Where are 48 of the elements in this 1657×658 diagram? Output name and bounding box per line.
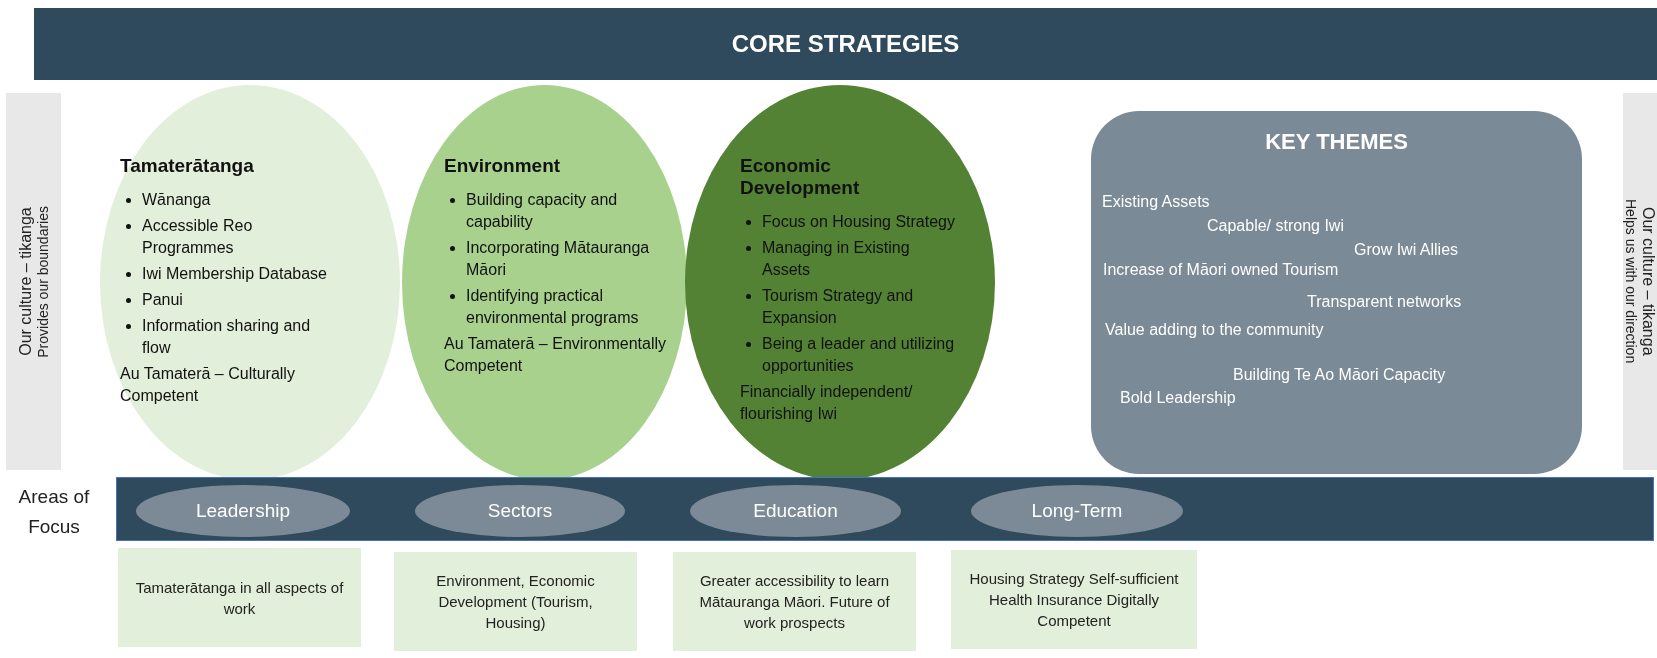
- bullet-text: Information sharing and flow: [142, 317, 311, 356]
- bullet-text: Identifying practical environmental programs: [466, 287, 639, 326]
- bullet-text: Incorporating Mātauranga Māori: [466, 239, 650, 278]
- banner-title: CORE STRATEGIES: [731, 30, 960, 58]
- card-text: Housing Strategy Self-sufficient Health Insurance Digitally Competent: [968, 569, 1180, 631]
- bullet-text: Tourism Strategy and Expansion: [762, 287, 914, 326]
- focus-oval: Education: [690, 485, 901, 537]
- circle-heading: Economic Development: [740, 155, 861, 199]
- focus-bar: [116, 477, 1654, 541]
- side-caption: Areas of Focus: [17, 485, 91, 539]
- focus-card: [673, 552, 916, 651]
- title-banner: [34, 8, 1657, 80]
- bullet-text: Iwi Membership Database: [142, 265, 327, 282]
- theme-text: Bold Leadership: [1120, 389, 1236, 407]
- card-text: Greater accessibility to learn Mātauranga Māori. Future of work prospects: [698, 571, 891, 633]
- circle-heading: Tamaterātanga: [120, 155, 255, 177]
- side-label: Our culture – tikanga: [16, 207, 35, 356]
- bullet-text: Being a leader and utilizing opportunities: [762, 335, 955, 374]
- card-text: Environment, Economic Development (Tourism, Housing): [435, 571, 596, 633]
- focus-card: [951, 550, 1197, 649]
- bullet-text: Managing in Existing Assets: [762, 239, 910, 278]
- theme-text: Grow Iwi Allies: [1354, 241, 1459, 259]
- focus-card: [118, 548, 361, 647]
- side-label: Provides our boundaries: [34, 205, 51, 358]
- side-label: Helps us with our direction: [1623, 199, 1639, 364]
- themes-panel: [1091, 111, 1582, 474]
- bullet-text: Panui: [142, 291, 183, 308]
- focus-oval: Long-Term: [971, 485, 1183, 537]
- panel-heading: KEY THEMES: [1264, 129, 1409, 155]
- theme-text: Building Te Ao Māori Capacity: [1233, 366, 1446, 384]
- theme-text: Capable/ strong Iwi: [1207, 217, 1344, 235]
- bullet-text: Building capacity and capability: [466, 191, 618, 230]
- circle-footer: Au Tamaterā – Environmentally Competent: [444, 333, 669, 377]
- bullet-text: Focus on Housing Strategy: [762, 213, 955, 230]
- circle-heading: Environment: [444, 155, 562, 177]
- focus-card: [394, 552, 637, 651]
- theme-text: Value adding to the community: [1105, 321, 1324, 339]
- circle-footer: Au Tamaterā – Culturally Competent: [120, 363, 340, 407]
- circle-footer: Financially independent/ flourishing Iwi: [740, 381, 955, 425]
- focus-oval: Sectors: [415, 485, 625, 537]
- theme-text: Increase of Māori owned Tourism: [1103, 261, 1339, 279]
- side-label: Our culture – tikanga: [1639, 207, 1657, 356]
- card-text: Tamaterātanga in all aspects of work: [134, 577, 345, 619]
- bullet-text: Wānanga: [142, 191, 211, 208]
- theme-text: Existing Assets: [1102, 193, 1210, 211]
- theme-text: Transparent networks: [1307, 293, 1462, 311]
- focus-oval: Leadership: [136, 485, 350, 537]
- bullet-text: Accessible Reo Programmes: [142, 217, 253, 256]
